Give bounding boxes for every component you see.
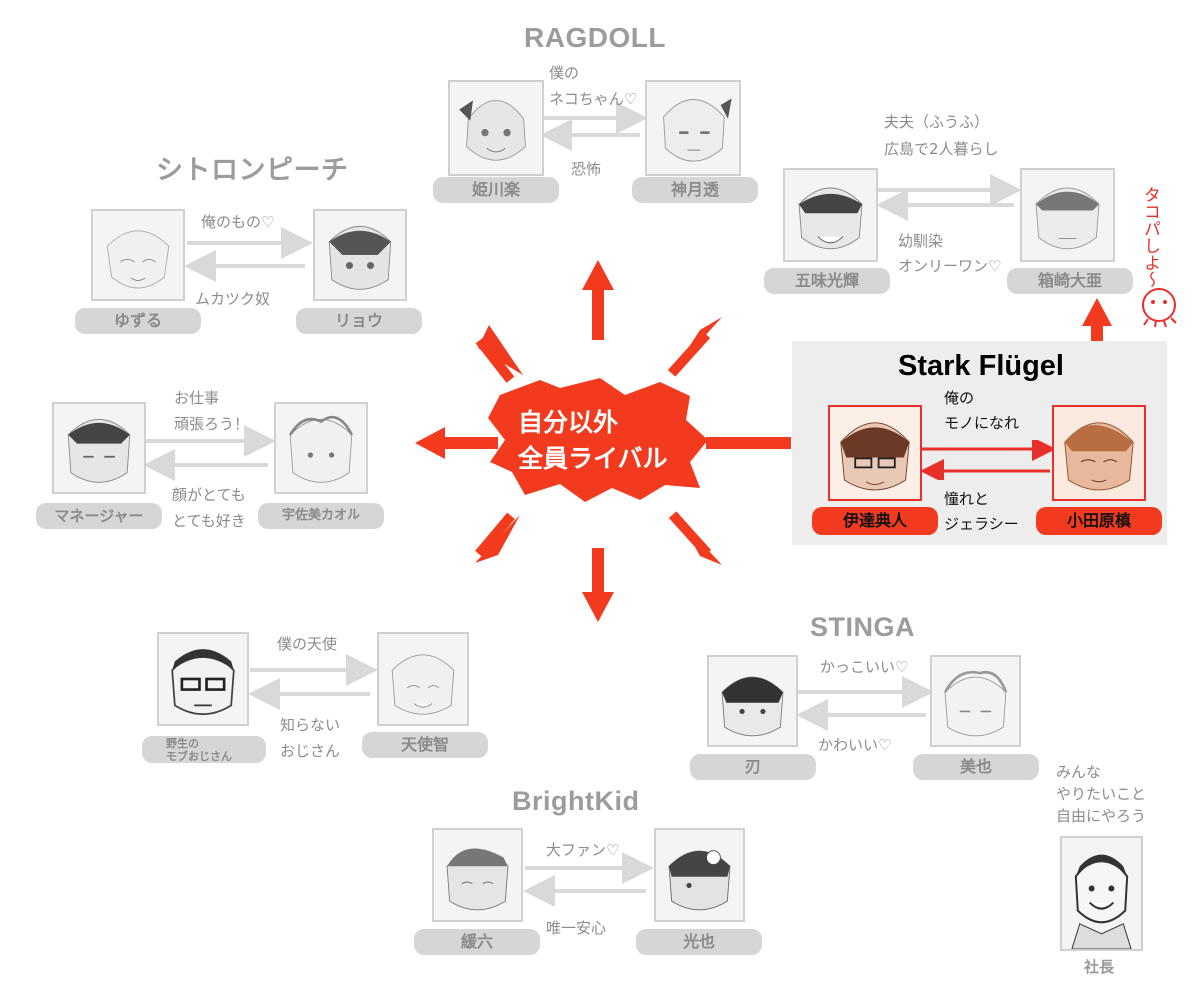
name-pill-odawara: 小田原槙: [1036, 507, 1162, 535]
name-pill-miya: 美也: [913, 754, 1039, 780]
center-line-1: 自分以外: [518, 408, 619, 437]
name-pill-kozuki: 神月透: [632, 177, 758, 203]
name-pill-date: 伊達典人: [812, 507, 938, 535]
rel-stark-to-left-2: ジェラシー: [944, 515, 1019, 533]
name-pill-yuzuru: ゆずる: [75, 308, 201, 334]
portrait-kouya: [654, 828, 745, 922]
portrait-sketch-icon: [1035, 187, 1100, 250]
name-pill-amatsuka: 天使智: [362, 732, 488, 758]
rel-brightkid-to-left: 唯一安心: [546, 919, 607, 937]
name-pill-mob-oji: 野生の モブおじさん: [142, 736, 266, 763]
rel-tenshi-to-right: 僕の天使: [277, 635, 338, 653]
portrait-hakozaki: [1020, 168, 1115, 262]
portrait-date: [828, 405, 922, 501]
octopus-doodle-icon: [1142, 288, 1177, 328]
portrait-manager: [52, 402, 146, 494]
rel-manager-to-right-1: お仕事: [174, 389, 220, 407]
portrait-himekawa: [448, 80, 544, 176]
takopa-text: タコパしよ〜: [1140, 186, 1160, 288]
rel-text: 僕の ネコちゃん♡: [549, 64, 638, 108]
rel-tenshi-to-left-1: 知らない: [280, 716, 341, 734]
portrait-sketch-icon: [459, 100, 526, 161]
name-pill-usami: 宇佐美カオル: [258, 503, 384, 529]
name-pill-gomi: 五味光輝: [764, 268, 890, 294]
rel-manager-to-left-1: 顔がとても: [172, 486, 246, 504]
portrait-sketch-icon: [171, 649, 235, 716]
portrait-sketch-icon: [106, 230, 170, 289]
center-message: 自分以外 全員ライバル: [518, 405, 698, 477]
portrait-gomi: [783, 168, 878, 262]
portrait-sketch-icon: [721, 676, 784, 737]
name-pill-hakozaki: 箱崎大亜: [1007, 268, 1133, 294]
president-line-1: みんな: [1056, 763, 1102, 781]
portrait-sketch-icon: [798, 187, 863, 250]
name-pill-kanroku: 緩六: [414, 929, 540, 955]
rel-stark-to-right-2: モノになれ: [944, 414, 1020, 432]
portrait-sketch-icon: [289, 415, 353, 483]
group-title-stinga: STINGA: [810, 612, 916, 642]
portrait-miya: [930, 655, 1021, 747]
center-line-2: 全員ライバル: [518, 444, 668, 473]
rel-stark-to-right-1: 俺の: [944, 389, 975, 407]
portrait-amatsuka: [377, 632, 469, 726]
burst-shape: [488, 378, 708, 502]
portrait-kozuki: [645, 80, 741, 176]
portrait-kanroku: [432, 828, 523, 922]
couple-caption-top: 夫夫（ふうふ）: [884, 113, 990, 131]
rel-couple-to-left-2: オンリーワン♡: [898, 257, 1002, 275]
portrait-odawara: [1052, 405, 1146, 501]
portrait-sketch-icon: [391, 654, 455, 715]
rel-citron-to-right: 俺のもの♡: [201, 213, 275, 231]
gray-arrows: [143, 102, 1022, 907]
portrait-sketch-icon: [830, 408, 920, 498]
mob-oji-line-2: モブおじさん: [166, 750, 232, 763]
couple-caption-bottom: 広島で2人暮らし: [884, 140, 999, 158]
portrait-sketch-icon: [943, 671, 1008, 737]
portrait-sketch-icon: [668, 850, 731, 911]
group-title-citron: シトロンピーチ: [156, 155, 349, 185]
portrait-usami: [274, 402, 368, 494]
portrait-sketch-icon: [446, 848, 509, 911]
rel-couple-to-left-1: 幼馴染: [898, 232, 944, 250]
group-title-brightkid: BrightKid: [512, 786, 640, 816]
rel-tenshi-to-left-2: おじさん: [280, 742, 341, 760]
rel-stinga-to-left: かわいい♡: [818, 736, 892, 754]
name-pill-jin: 刃: [690, 754, 816, 780]
rel-stinga-to-right: かっこいい♡: [820, 658, 909, 676]
portrait-yuzuru: [91, 209, 185, 301]
rel-ragdoll-to-left: 恐怖: [571, 160, 602, 178]
portrait-sketch-icon: [1071, 854, 1132, 949]
mob-oji-line-1: 野生の: [166, 737, 199, 750]
portrait-sketch-icon: [67, 419, 131, 483]
rel-citron-to-left: ムカツク奴: [195, 290, 271, 308]
president-line-3: 自由にやろう: [1056, 807, 1147, 825]
name-pill-kouya: 光也: [636, 929, 762, 955]
rel-ragdoll-to-right: 僕の ネコちゃん♡: [549, 60, 637, 112]
group-title-ragdoll: RAGDOLL: [524, 22, 666, 53]
president-line-2: やりたいこと: [1056, 785, 1147, 803]
portrait-sketch-icon: [663, 98, 732, 162]
rel-manager-to-left-2: とても好き: [172, 512, 246, 530]
portrait-sketch-icon: [328, 226, 392, 290]
name-pill-manager: マネージャー: [36, 503, 162, 529]
portrait-mob-oji: [157, 632, 249, 726]
president-name: 社長: [1084, 958, 1115, 976]
portrait-president: [1060, 836, 1143, 951]
red-arrows: [415, 260, 1112, 622]
portrait-jin: [707, 655, 798, 747]
name-pill-himekawa: 姫川楽: [433, 177, 559, 203]
rel-brightkid-to-right: 大ファン♡: [546, 841, 620, 859]
group-title-stark-flugel: Stark Flügel: [898, 350, 1064, 382]
stark-arrows: [920, 440, 1056, 480]
rel-stark-to-left-1: 憧れと: [944, 490, 990, 508]
portrait-sketch-icon: [1054, 408, 1144, 498]
portrait-ryou: [313, 209, 407, 301]
name-pill-ryou: リョウ: [296, 308, 422, 334]
rel-manager-to-right-2: 頑張ろう！: [174, 415, 250, 433]
